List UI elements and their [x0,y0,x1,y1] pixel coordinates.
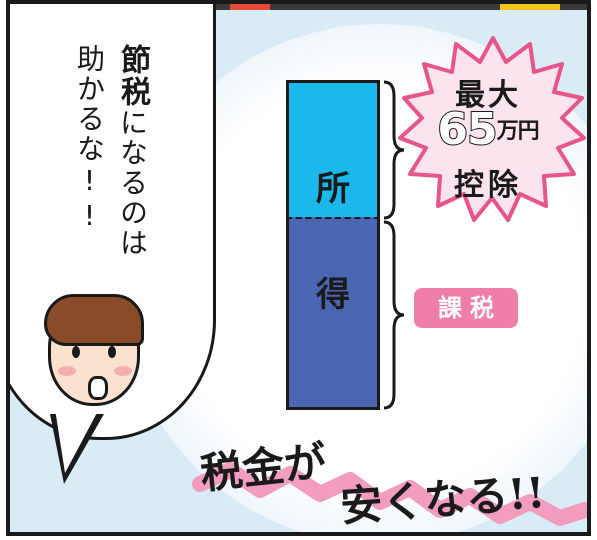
speech-line-2: 助かるな!! [73,44,106,234]
deduction-starburst-icon [398,36,586,222]
deduction-label: 控除 [454,168,522,203]
taxable-badge: 課税 [414,288,518,328]
income-bar-top-label: 所 [316,169,350,209]
income-bar-taxable: 得 [286,217,380,410]
deduction-amount: 65万円 [428,103,548,156]
speech-line-1-rest: になるのは [116,108,149,258]
deduction-brace-icon [383,80,405,220]
deduction-max-label: 最大 [455,78,521,113]
deduction-amount-value: 65 [436,103,498,156]
taxable-brace-icon [383,220,405,410]
character-hair [44,294,144,346]
right-cheek [114,366,132,376]
headline-underline-icon [192,462,587,526]
speech-emphasis: 節税 [115,44,150,108]
left-cheek [58,366,76,376]
deduction-unit: 万円 [496,119,540,144]
comic-panel: 節税になるのは 助かるな!! 所 得 最大 65万円 控除 課税 税金が 安くな… [6,0,591,536]
top-strip [200,4,587,10]
income-bar-bottom-label: 得 [316,275,350,315]
speech-bubble-tail-fill [55,409,99,473]
left-eye [72,346,80,358]
character-mouth [88,376,108,400]
right-eye [108,346,116,358]
income-bar-deductible: 所 [286,80,380,220]
speech-line-1: 節税になるのは [115,44,150,258]
